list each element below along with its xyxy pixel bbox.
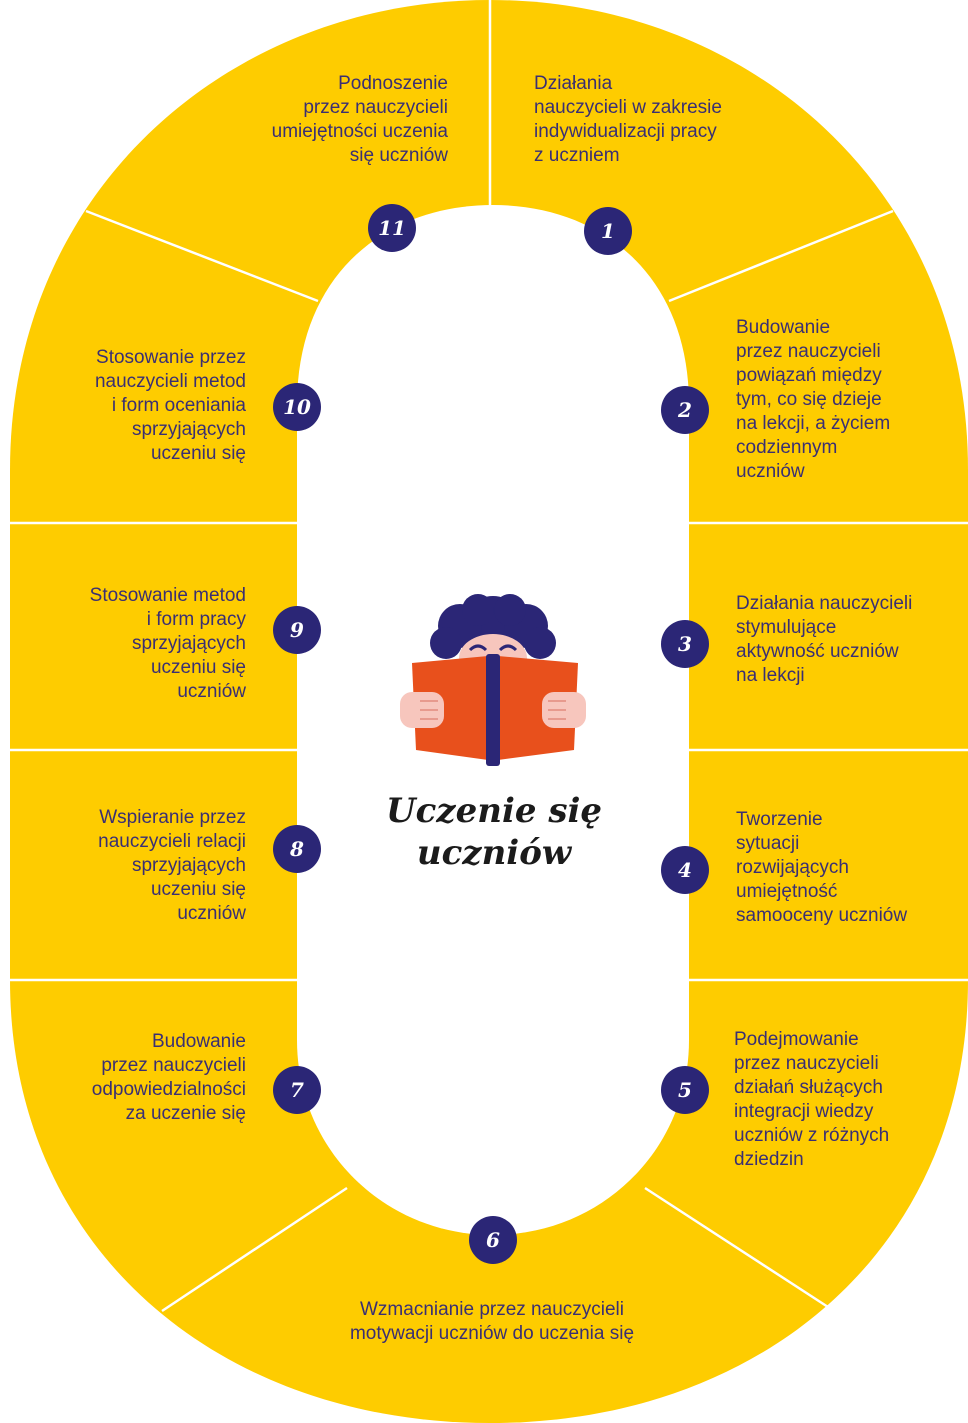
segment-7-text: Budowanie przez nauczycieli odpowiedzial… xyxy=(91,1031,246,1124)
book-left-page xyxy=(412,656,488,760)
segment-5-badge: 5 xyxy=(661,1066,709,1114)
segment-1-text: Działania nauczycieli w zakresie indywid… xyxy=(534,73,722,166)
segment-5-text: Podejmowanie przez nauczycieli działań s… xyxy=(734,1029,890,1170)
segment-6-badge: 6 xyxy=(469,1216,517,1264)
book-spine xyxy=(486,654,500,766)
left-hand xyxy=(400,692,444,728)
book-right-page xyxy=(498,656,578,760)
right-hand xyxy=(542,692,586,728)
segment-8-badge: 8 xyxy=(273,825,321,873)
segment-8-text: Wspieranie przez nauczycieli relacji spr… xyxy=(98,807,246,924)
student-reading-book-icon xyxy=(400,594,586,766)
segment-2-text: Budowanie przez nauczycieli powiązań mię… xyxy=(736,317,891,482)
segment-4-text: Tworzenie sytuacji rozwijających umiejęt… xyxy=(736,809,908,926)
segment-9-badge: 9 xyxy=(273,606,321,654)
center-title: Uczenie się uczniów xyxy=(385,791,603,873)
segment-10-text: Stosowanie przez nauczycieli metod i for… xyxy=(94,347,246,464)
segment-2-badge: 2 xyxy=(661,386,709,434)
segment-9-text: Stosowanie metod i form pracy sprzyjając… xyxy=(89,585,246,702)
segment-11-text: Podnoszenie przez nauczycieli umiejętnoś… xyxy=(271,73,448,166)
segment-10-badge: 10 xyxy=(273,383,321,431)
segment-7-badge: 7 xyxy=(273,1066,321,1114)
segment-6-text: Wzmacnianie przez nauczycieli motywacji … xyxy=(349,1299,635,1344)
segment-3-text: Działania nauczycieli stymulujące aktywn… xyxy=(736,593,913,686)
segment-4-badge: 4 xyxy=(661,846,709,894)
segment-1-badge: 1 xyxy=(584,207,632,255)
segment-11-badge: 11 xyxy=(368,204,416,252)
segment-3-badge: 3 xyxy=(661,620,709,668)
segment-dividers xyxy=(8,0,968,1313)
